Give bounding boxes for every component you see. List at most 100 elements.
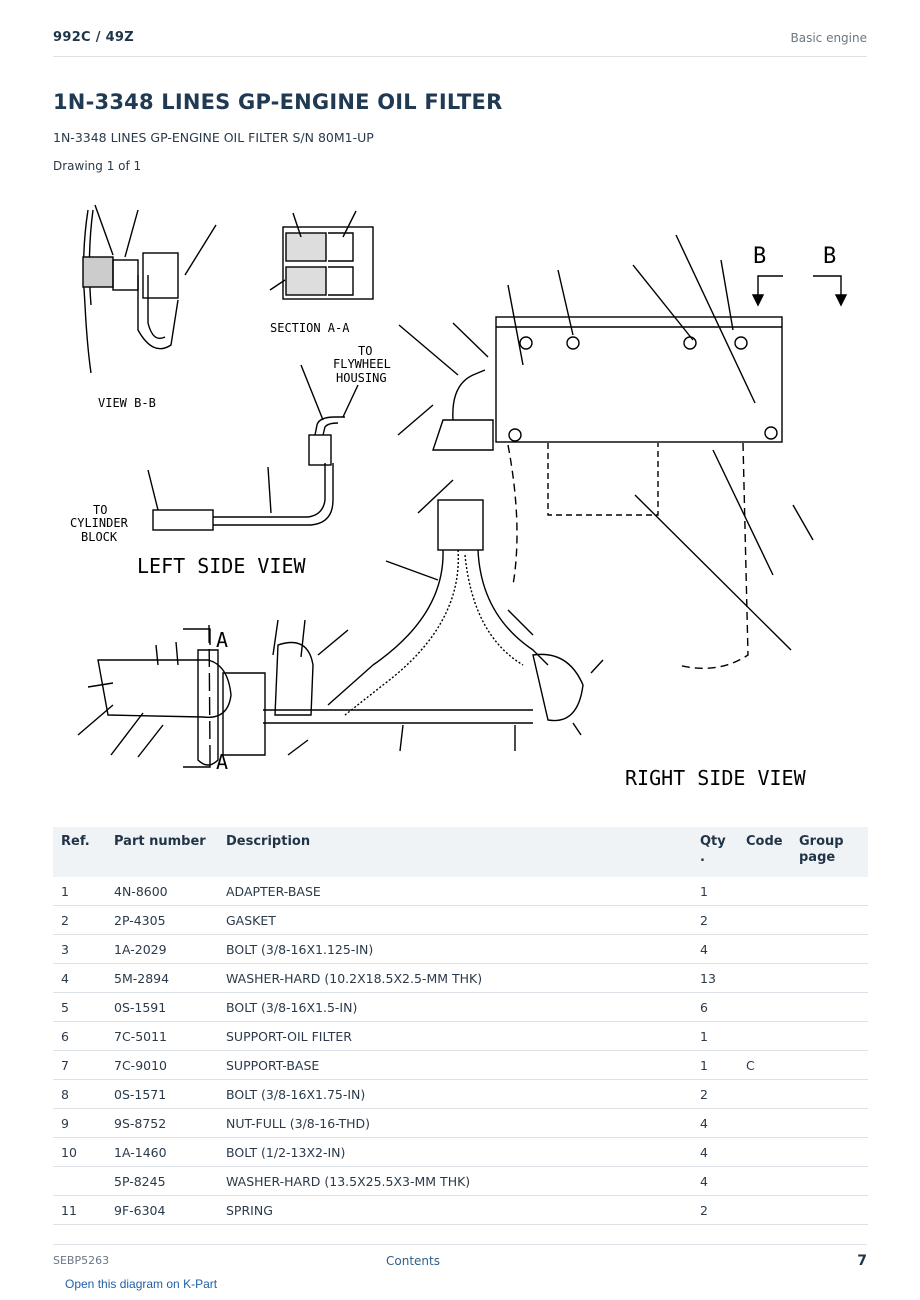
label-b-right: B bbox=[823, 244, 836, 269]
cell-ref: 7 bbox=[53, 1050, 106, 1080]
cell-ref: 4 bbox=[53, 963, 106, 993]
cell-ref: 3 bbox=[53, 934, 106, 964]
header-ref: Ref. bbox=[53, 827, 106, 877]
cell-group-page bbox=[791, 934, 868, 964]
cell-code bbox=[738, 1137, 791, 1167]
cell-qty: 13 bbox=[692, 963, 738, 993]
cell-description: BOLT (3/8-16X1.5-IN) bbox=[218, 992, 692, 1022]
cell-qty: 1 bbox=[692, 1050, 738, 1080]
cell-code bbox=[738, 905, 791, 935]
cell-description: BOLT (3/8-16X1.75-IN) bbox=[218, 1079, 692, 1109]
header-qty-line1: Qty bbox=[700, 834, 726, 849]
machine-model: 992C / 49Z bbox=[53, 30, 134, 45]
parts-diagram-svg: SECTION A-A VIEW B-B TO FLYWHEEL HOUSING… bbox=[70, 204, 848, 790]
cell-qty: 1 bbox=[692, 1021, 738, 1051]
cell-code bbox=[738, 963, 791, 993]
cell-ref: 11 bbox=[53, 1195, 106, 1225]
label-a-bottom: A bbox=[216, 750, 228, 774]
cell-qty: 6 bbox=[692, 992, 738, 1022]
cell-description: SPRING bbox=[218, 1195, 692, 1225]
cell-group-page bbox=[791, 1166, 868, 1196]
cell-part-number: 0S-1591 bbox=[106, 992, 218, 1022]
cell-ref: 9 bbox=[53, 1108, 106, 1138]
cell-group-page bbox=[791, 877, 868, 906]
label-right-side-view: RIGHT SIDE VIEW bbox=[625, 766, 807, 790]
label-to-cylinder-1: TO bbox=[93, 503, 107, 517]
contents-link[interactable]: Contents bbox=[386, 1254, 440, 1268]
label-to-flywheel-3: HOUSING bbox=[336, 371, 387, 385]
cell-group-page bbox=[791, 1079, 868, 1109]
page-footer: SEBP5263 Contents 7 bbox=[53, 1244, 867, 1275]
cell-ref: 8 bbox=[53, 1079, 106, 1109]
cell-ref bbox=[53, 1166, 106, 1196]
label-section-aa: SECTION A-A bbox=[270, 321, 350, 335]
header-group-line1: Group bbox=[799, 834, 844, 849]
cell-qty: 4 bbox=[692, 1108, 738, 1138]
cell-code bbox=[738, 1021, 791, 1051]
cell-part-number: 4N-8600 bbox=[106, 877, 218, 906]
cell-part-number: 0S-1571 bbox=[106, 1079, 218, 1109]
cell-part-number: 9S-8752 bbox=[106, 1108, 218, 1138]
cell-code bbox=[738, 1079, 791, 1109]
cell-qty: 4 bbox=[692, 934, 738, 964]
cell-description: BOLT (3/8-16X1.125-IN) bbox=[218, 934, 692, 964]
cell-description: ADAPTER-BASE bbox=[218, 877, 692, 906]
cell-description: WASHER-HARD (13.5X25.5X3-MM THK) bbox=[218, 1166, 692, 1196]
drawing-count: Drawing 1 of 1 bbox=[53, 159, 142, 173]
page-subtitle: 1N-3348 LINES GP-ENGINE OIL FILTER S/N 8… bbox=[53, 130, 374, 145]
cell-group-page bbox=[791, 963, 868, 993]
cell-group-page bbox=[791, 905, 868, 935]
cell-qty: 4 bbox=[692, 1137, 738, 1167]
cell-ref: 6 bbox=[53, 1021, 106, 1051]
cell-part-number: 5P-8245 bbox=[106, 1166, 218, 1196]
cell-description: SUPPORT-OIL FILTER bbox=[218, 1021, 692, 1051]
cell-qty: 2 bbox=[692, 1195, 738, 1225]
cell-code bbox=[738, 992, 791, 1022]
cell-description: SUPPORT-BASE bbox=[218, 1050, 692, 1080]
label-left-side-view: LEFT SIDE VIEW bbox=[137, 554, 307, 578]
label-view-bb: VIEW B-B bbox=[98, 396, 156, 410]
cell-code: C bbox=[738, 1050, 791, 1080]
label-a-top: A bbox=[216, 628, 228, 652]
cell-part-number: 5M-2894 bbox=[106, 963, 218, 993]
label-b-left: B bbox=[753, 244, 766, 269]
page-header: 992C / 49Z Basic engine bbox=[53, 28, 867, 57]
cell-group-page bbox=[791, 992, 868, 1022]
header-qty: Qty. bbox=[692, 827, 738, 877]
label-to-flywheel-2: FLYWHEEL bbox=[333, 357, 391, 371]
document-id: SEBP5263 bbox=[53, 1254, 110, 1267]
table-header-row: Ref. Part number Description Qty. Code G… bbox=[53, 827, 868, 877]
cell-description: GASKET bbox=[218, 905, 692, 935]
cell-group-page bbox=[791, 1137, 868, 1167]
cell-code bbox=[738, 1195, 791, 1225]
cell-group-page bbox=[791, 1108, 868, 1138]
page-title: 1N-3348 LINES GP-ENGINE OIL FILTER bbox=[53, 90, 503, 114]
parts-table: Ref. Part number Description Qty. Code G… bbox=[53, 827, 868, 1225]
cell-ref: 1 bbox=[53, 877, 106, 906]
cell-qty: 2 bbox=[692, 905, 738, 935]
open-kpart-link[interactable]: Open this diagram on K-Part bbox=[65, 1277, 218, 1291]
cell-group-page bbox=[791, 1050, 868, 1080]
cell-description: WASHER-HARD (10.2X18.5X2.5-MM THK) bbox=[218, 963, 692, 993]
header-part-number: Part number bbox=[106, 827, 218, 877]
cell-part-number: 1A-1460 bbox=[106, 1137, 218, 1167]
label-to-flywheel-1: TO bbox=[358, 344, 372, 358]
label-to-cylinder-2: CYLINDER bbox=[70, 516, 129, 530]
header-group-line2: page bbox=[799, 850, 836, 865]
cell-description: NUT-FULL (3/8-16-THD) bbox=[218, 1108, 692, 1138]
header-code: Code bbox=[738, 827, 791, 877]
cell-qty: 1 bbox=[692, 877, 738, 906]
cell-code bbox=[738, 934, 791, 964]
cell-ref: 5 bbox=[53, 992, 106, 1022]
header-description: Description bbox=[218, 827, 692, 877]
cell-code bbox=[738, 1108, 791, 1138]
